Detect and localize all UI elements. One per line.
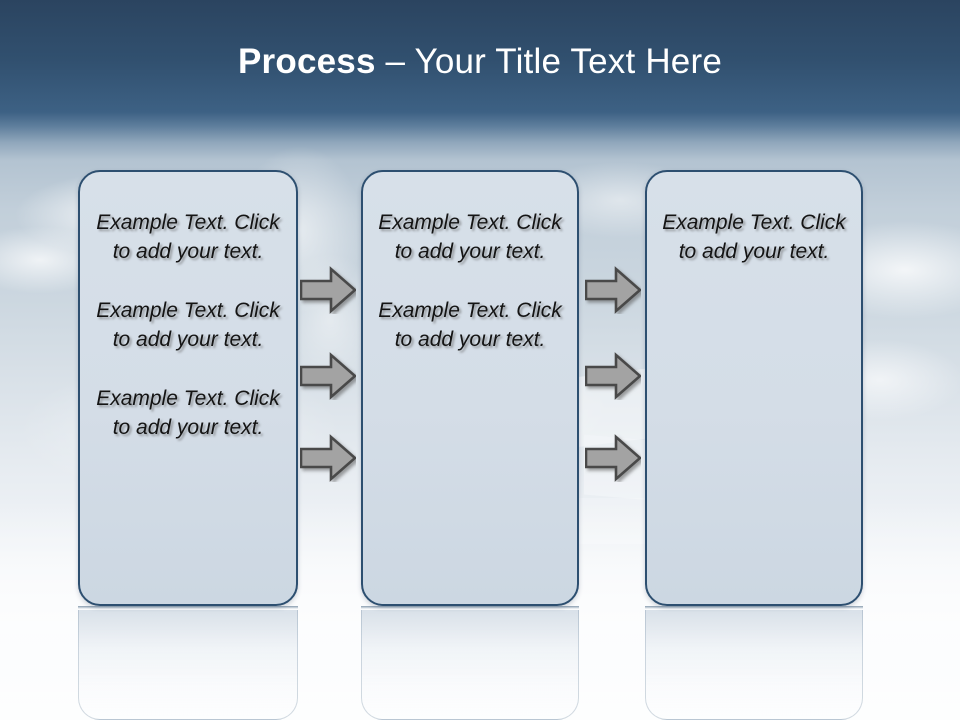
process-box-text-block[interactable]: Example Text. Click to add your text. [378,299,562,351]
right-arrow-glyph [299,266,357,314]
process-box-1[interactable]: Example Text. Click to add your text. Exa… [78,170,298,606]
process-box-2[interactable]: Example Text. Click to add your text. Exa… [361,170,579,606]
slide-title-text: Process – Your Title Text Here [238,40,722,84]
right-arrow-icon [584,352,642,400]
slide-title: Process – Your Title Text Here [0,40,960,84]
right-arrow-icon [299,352,357,400]
process-box-text-block[interactable]: Example Text. Click to add your text. [96,299,280,351]
right-arrow-icon [584,266,642,314]
reflection-box-1-cap [78,606,298,609]
right-arrow-icon [299,434,357,482]
process-box-text-block[interactable]: Example Text. Click to add your text. [96,387,280,439]
reflection-box-2-cap [361,606,579,609]
right-arrow-glyph [584,434,642,482]
process-box-3[interactable]: Example Text. Click to add your text. [645,170,863,606]
process-box-text-block[interactable]: Example Text. Click to add your text. [378,211,562,263]
process-box-text-block[interactable]: Example Text. Click to add your text. [96,211,280,263]
right-arrow-glyph [584,352,642,400]
right-arrow-glyph [584,266,642,314]
process-box-text-block[interactable]: Example Text. Click to add your text. [662,211,846,263]
right-arrow-icon [584,434,642,482]
slide-title-strong: Process [238,42,376,81]
reflection-box-3-cap [645,606,863,609]
reflection-box-2 [361,610,579,720]
right-arrow-icon [299,266,357,314]
slide-title-rest: – Your Title Text Here [375,42,722,81]
right-arrow-glyph [299,352,357,400]
right-arrow-glyph [299,434,357,482]
